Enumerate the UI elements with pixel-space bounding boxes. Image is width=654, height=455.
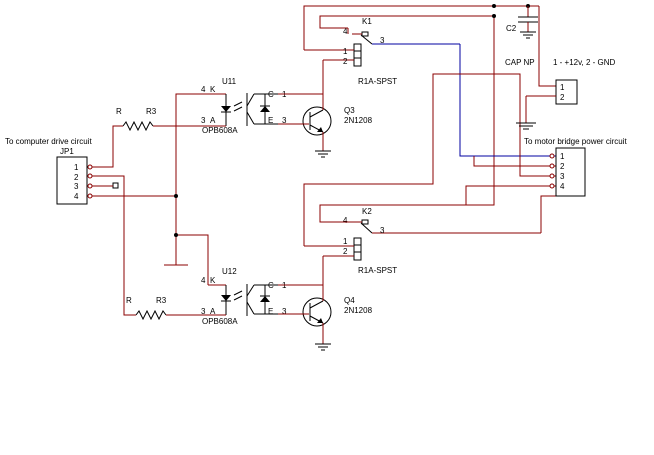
motor-pin-3: 3 [560, 172, 565, 181]
k1-label: K1 [362, 17, 372, 26]
u12-pin-k: K [210, 276, 216, 285]
jp1-wiring [92, 125, 176, 316]
k2-pin-2: 2 [343, 247, 348, 256]
u11-pin-3: 3 [201, 116, 206, 125]
resistor-r3-top-label: R3 [146, 107, 157, 116]
u11-pin-a: A [210, 116, 216, 125]
jp1-caption: To computer drive circuit [5, 137, 92, 146]
cathode-bus [164, 93, 209, 285]
jp1-ref: JP1 [60, 147, 74, 156]
u11-pin-k: K [210, 85, 216, 94]
relay-k1 [323, 28, 460, 67]
motor-pin-1: 1 [560, 152, 565, 161]
relay-k2 [323, 219, 541, 261]
ground-q3 [315, 150, 331, 158]
u12-pin-3: 3 [201, 307, 206, 316]
q3-part: 2N1208 [344, 116, 373, 125]
u11-pin-c: C [268, 90, 274, 99]
transistor-q3 [278, 60, 332, 151]
u11-part: OPB608A [202, 126, 238, 135]
motor-connector [549, 147, 586, 197]
optocoupler-u11 [208, 93, 278, 127]
resistor-r3-bottom-label: R3 [156, 296, 167, 305]
resistor-r3-bottom [135, 309, 208, 321]
k1-pin-3: 3 [380, 36, 385, 45]
capacitor-c2 [518, 6, 538, 39]
u12-pin-3b: 3 [282, 307, 287, 316]
motor-pin-4: 4 [560, 182, 565, 191]
k1-pin-1: 1 [343, 47, 348, 56]
resistor-r-bottom-label: R [126, 296, 132, 305]
resistor-r3-top [122, 120, 208, 132]
q4-part: 2N1208 [344, 306, 373, 315]
q3-label: Q3 [344, 106, 355, 115]
u11-pin-4: 4 [201, 85, 206, 94]
transistor-q4 [278, 256, 332, 344]
k2-label: K2 [362, 207, 372, 216]
ground-q4 [315, 343, 331, 351]
optocoupler-u12 [208, 284, 278, 316]
jp1-pin-3: 3 [74, 182, 79, 191]
power-pin-2: 2 [560, 93, 565, 102]
u12-pin-4: 4 [201, 276, 206, 285]
u11-pin-3b: 3 [282, 116, 287, 125]
power-connector [516, 79, 578, 130]
k2-pin-4: 4 [343, 216, 348, 225]
k2-pin-1: 1 [343, 237, 348, 246]
u12-part: OPB608A [202, 317, 238, 326]
jp1-pin-4: 4 [74, 192, 79, 201]
k1-pin-4: 4 [343, 27, 348, 36]
k2-pin-3: 3 [380, 226, 385, 235]
motor-pin-2: 2 [560, 162, 565, 171]
u12-label: U12 [222, 267, 237, 276]
u12-pin-c: C [268, 281, 274, 290]
u11-pin-e: E [268, 116, 273, 125]
jp1-pin-1: 1 [74, 163, 79, 172]
relay-part-bottom: R1A-SPST [358, 266, 397, 275]
resistor-r-top-label: R [116, 107, 122, 116]
jp1-pin3-terminal [112, 182, 119, 189]
u12-pin-e: E [268, 307, 273, 316]
jp1-pin-2: 2 [74, 173, 79, 182]
u11-label: U11 [222, 77, 237, 86]
q4-label: Q4 [344, 296, 355, 305]
c2-label: C2 [506, 24, 517, 33]
motor-caption: To motor bridge power circuit [524, 137, 627, 146]
c2-value: CAP NP [505, 58, 535, 67]
power-pin-1: 1 [560, 83, 565, 92]
k1-pin-2: 2 [343, 57, 348, 66]
u12-pin-a: A [210, 307, 216, 316]
relay-part-top: R1A-SPST [358, 77, 397, 86]
power-routing-wires [303, 4, 556, 247]
power-caption: 1 - +12v, 2 - GND [553, 58, 616, 67]
